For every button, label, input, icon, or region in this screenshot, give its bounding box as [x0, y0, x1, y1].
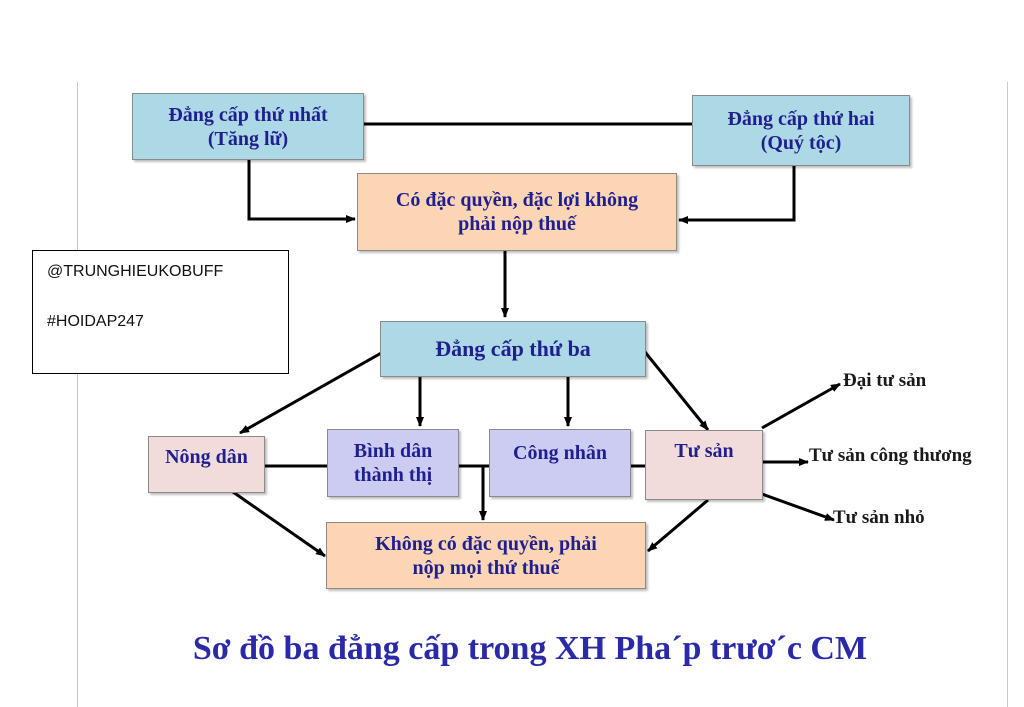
farmers-box: Nông dân: [148, 436, 265, 493]
urban-poor-line2: thành thị: [353, 464, 433, 486]
watermark-box: @TRUNGHIEUKOBUFF #HOIDAP247: [32, 250, 289, 374]
diagram-caption: Sơ đồ ba đẳng cấp trong XH Pha´p trươ´c …: [192, 630, 868, 667]
big-bourgeoisie-label: Đại tư sản: [843, 370, 927, 391]
estate1-line2: (Tăng lữ): [207, 127, 289, 150]
privileged-box: Có đặc quyền, đặc lợi không phải nộp thu…: [357, 173, 677, 251]
estate2-line1: Đẳng cấp thứ hai: [727, 107, 875, 130]
watermark-line2: #HOIDAP247: [47, 313, 144, 330]
urban-poor-line1: Bình dân: [353, 440, 433, 462]
arrow-estate1-privileged: [247, 160, 356, 223]
workers-label: Công nhân: [513, 442, 607, 464]
privileged-line1: Có đặc quyền, đặc lợi không: [395, 189, 639, 211]
estate1-line1: Đẳng cấp thứ nhất: [168, 103, 328, 126]
bourgeoisie-box: Tư sản: [645, 430, 763, 500]
arrow-petty-bourgeoisie: [761, 492, 835, 522]
arrow-estate2-privileged: [678, 166, 796, 224]
urban-poor-box: Bình dân thành thị: [327, 429, 459, 497]
workers-box: Công nhân: [489, 429, 631, 497]
arrow-farmers-unprivileged: [232, 490, 326, 558]
arrow-bourgeoisie-unprivileged: [647, 498, 709, 553]
arrow-big-bourgeoisie: [761, 382, 841, 430]
arrow-estate3-bourgeoisie: [643, 351, 710, 431]
left-frame-line: [77, 82, 78, 707]
estate1-box: Đẳng cấp thứ nhất (Tăng lữ): [132, 93, 364, 160]
estate3-label: Đẳng cấp thứ ba: [435, 336, 591, 361]
arrow-estate3-farmers: [239, 350, 384, 435]
privileged-line2: phải nộp thuế: [458, 213, 576, 235]
bourgeoisie-label: Tư sản: [674, 440, 734, 462]
petty-bourgeoisie-label: Tư sản nhỏ: [833, 507, 925, 528]
right-frame-line: [1007, 82, 1008, 707]
farmers-label: Nông dân: [165, 445, 248, 468]
unprivileged-line1: Không có đặc quyền, phải: [375, 532, 597, 555]
unprivileged-box: Không có đặc quyền, phải nộp mọi thứ thu…: [326, 522, 646, 589]
estate3-box: Đẳng cấp thứ ba: [380, 321, 646, 377]
watermark-line1: @TRUNGHIEUKOBUFF: [47, 263, 224, 280]
unprivileged-line2: nộp mọi thứ thuế: [412, 556, 560, 579]
commercial-bourgeoisie-label: Tư sản công thương: [809, 445, 972, 466]
estate2-box: Đẳng cấp thứ hai (Quý tộc): [692, 95, 910, 166]
estate2-line2: (Quý tộc): [760, 131, 842, 154]
